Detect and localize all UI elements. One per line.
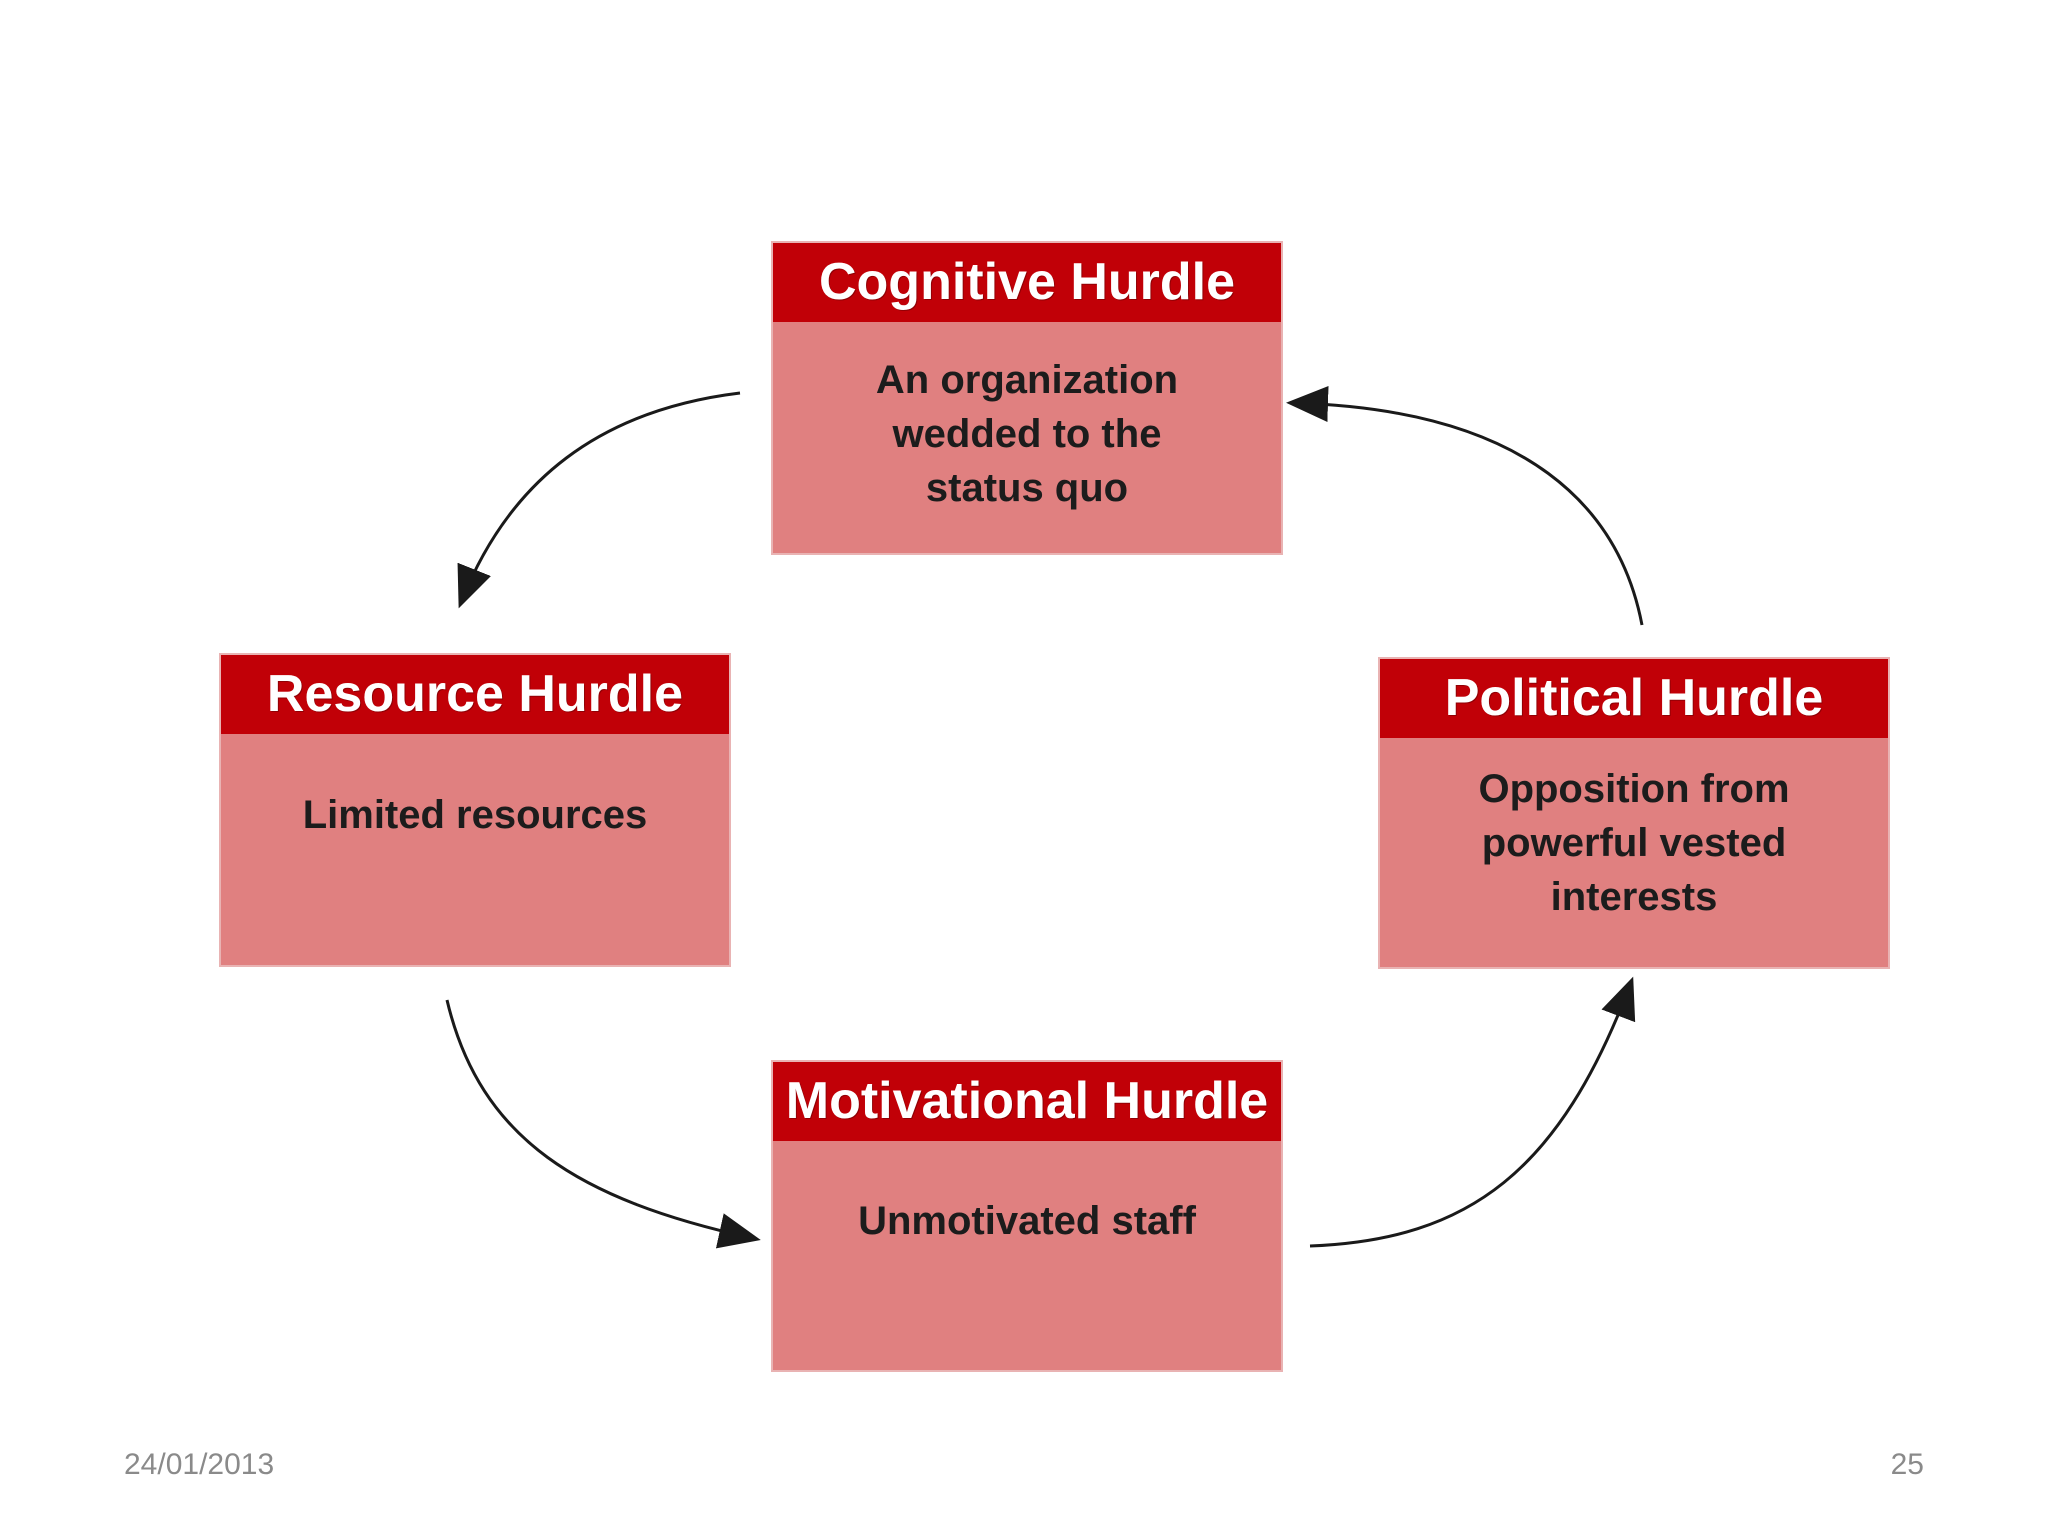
footer-date: 24/01/2013	[124, 1448, 275, 1481]
political-hurdle-title: Political Hurdle	[1380, 659, 1888, 738]
arrow-cognitive-to-resource	[457, 391, 741, 609]
resource-hurdle-description: Limited resources	[302, 792, 648, 837]
motivational-hurdle-box: Motivational Hurdle Unmotivated staff	[773, 1062, 1281, 1370]
cognitive-hurdle-description: An organization wedded to the status quo	[875, 357, 1179, 510]
political-hurdle-box: Political Hurdle Opposition from powerfu…	[1380, 659, 1888, 967]
political-hurdle-description: Opposition from powerful vested interest…	[1478, 766, 1790, 919]
motivational-hurdle-title: Motivational Hurdle	[773, 1062, 1281, 1141]
arrow-motivational-to-political	[1309, 976, 1636, 1248]
arrow-resource-to-motivational	[445, 999, 761, 1249]
resource-hurdle-box: Resource Hurdle Limited resources	[221, 655, 729, 965]
resource-hurdle-title: Resource Hurdle	[221, 655, 729, 734]
cognitive-hurdle-box: Cognitive Hurdle An organization wedded …	[773, 243, 1281, 553]
arrow-political-to-cognitive	[1286, 386, 1644, 626]
cognitive-hurdle-title: Cognitive Hurdle	[773, 243, 1281, 322]
footer-page-number: 25	[1890, 1448, 1924, 1481]
motivational-hurdle-description: Unmotivated staff	[858, 1198, 1196, 1243]
